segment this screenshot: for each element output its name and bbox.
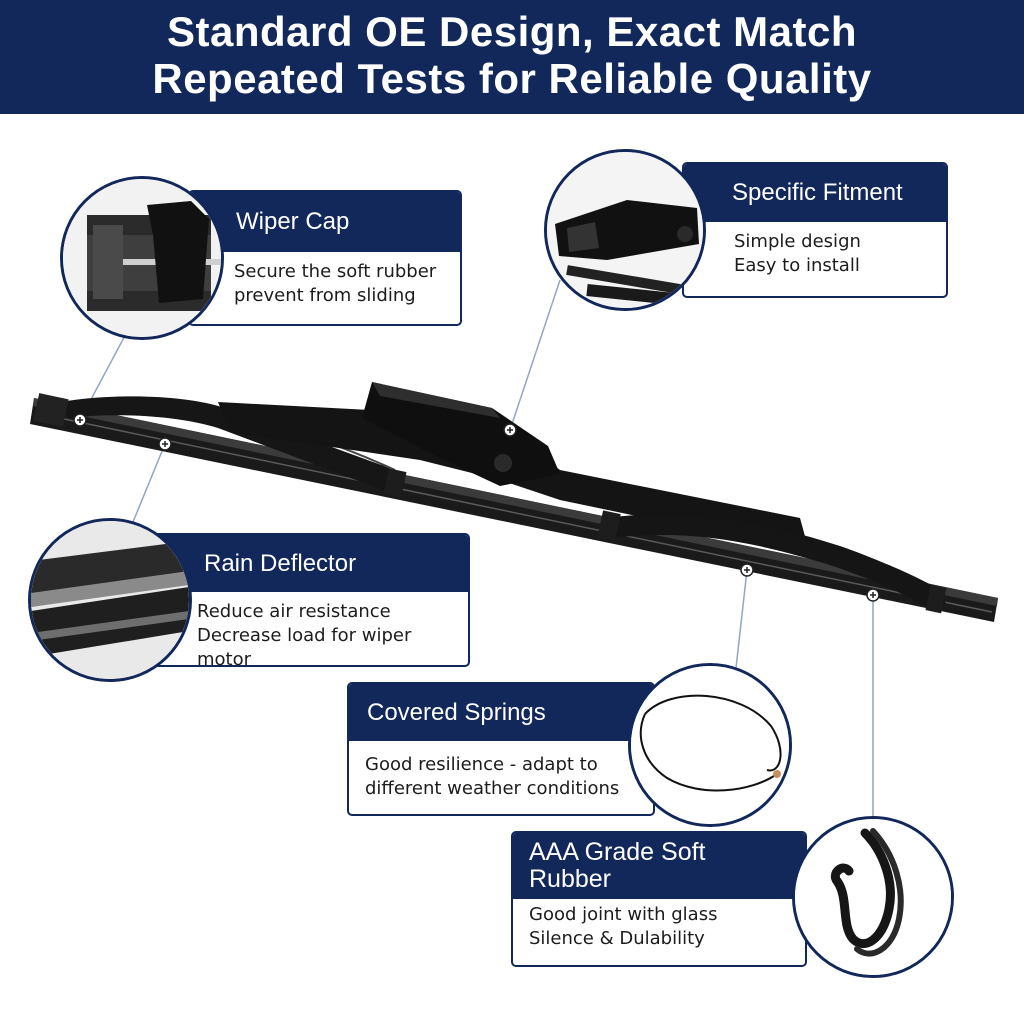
card-title-covered-springs: Covered Springs <box>349 684 653 741</box>
card-desc-specific-fitment: Simple design Easy to install <box>734 231 861 276</box>
pin-rain-deflector <box>158 437 172 451</box>
card-title-rain-deflector: Rain Deflector <box>152 535 468 592</box>
zoom-circle-wiper-cap <box>60 176 224 340</box>
card-desc-rain-deflector: Reduce air resistance Decrease load for … <box>197 601 412 667</box>
card-title-rubber: AAA Grade Soft Rubber <box>513 833 805 899</box>
card-rubber: AAA Grade Soft Rubber Good joint with gl… <box>511 831 807 967</box>
card-desc-covered-springs: Good resilience - adapt to different wea… <box>365 754 620 799</box>
zoom-circle-rubber <box>792 816 954 978</box>
leader-line-rain-deflector <box>132 443 166 523</box>
pin-wiper-cap <box>73 413 87 427</box>
pin-specific-fitment <box>503 423 517 437</box>
card-desc-wiper-cap: Secure the soft rubber prevent from slid… <box>234 261 437 306</box>
card-covered-springs: Covered Springs Good resilience - adapt … <box>347 682 655 816</box>
zoom-circle-specific-fitment <box>544 149 706 311</box>
header-banner: Standard OE Design, Exact Match Repeated… <box>0 0 1024 114</box>
pin-rubber <box>866 588 880 602</box>
card-title-specific-fitment: Specific Fitment <box>684 164 946 222</box>
leader-line-specific-fitment <box>509 279 561 431</box>
zoom-circle-rain-deflector <box>28 518 192 682</box>
pin-covered-springs <box>740 563 754 577</box>
leader-line-covered-springs <box>735 569 748 669</box>
card-specific-fitment: Specific Fitment Simple design Easy to i… <box>682 162 948 298</box>
card-rain-deflector: Rain Deflector Reduce air resistance Dec… <box>150 533 470 667</box>
card-title-wiper-cap: Wiper Cap <box>190 192 460 252</box>
banner-title-line-2: Repeated Tests for Reliable Quality <box>152 55 872 102</box>
banner-title-line-1: Standard OE Design, Exact Match <box>166 8 857 55</box>
zoom-circle-covered-springs <box>628 663 792 827</box>
card-wiper-cap: Wiper Cap Secure the soft rubber prevent… <box>188 190 462 326</box>
card-desc-rubber: Good joint with glass Silence & Dulabili… <box>529 904 718 949</box>
